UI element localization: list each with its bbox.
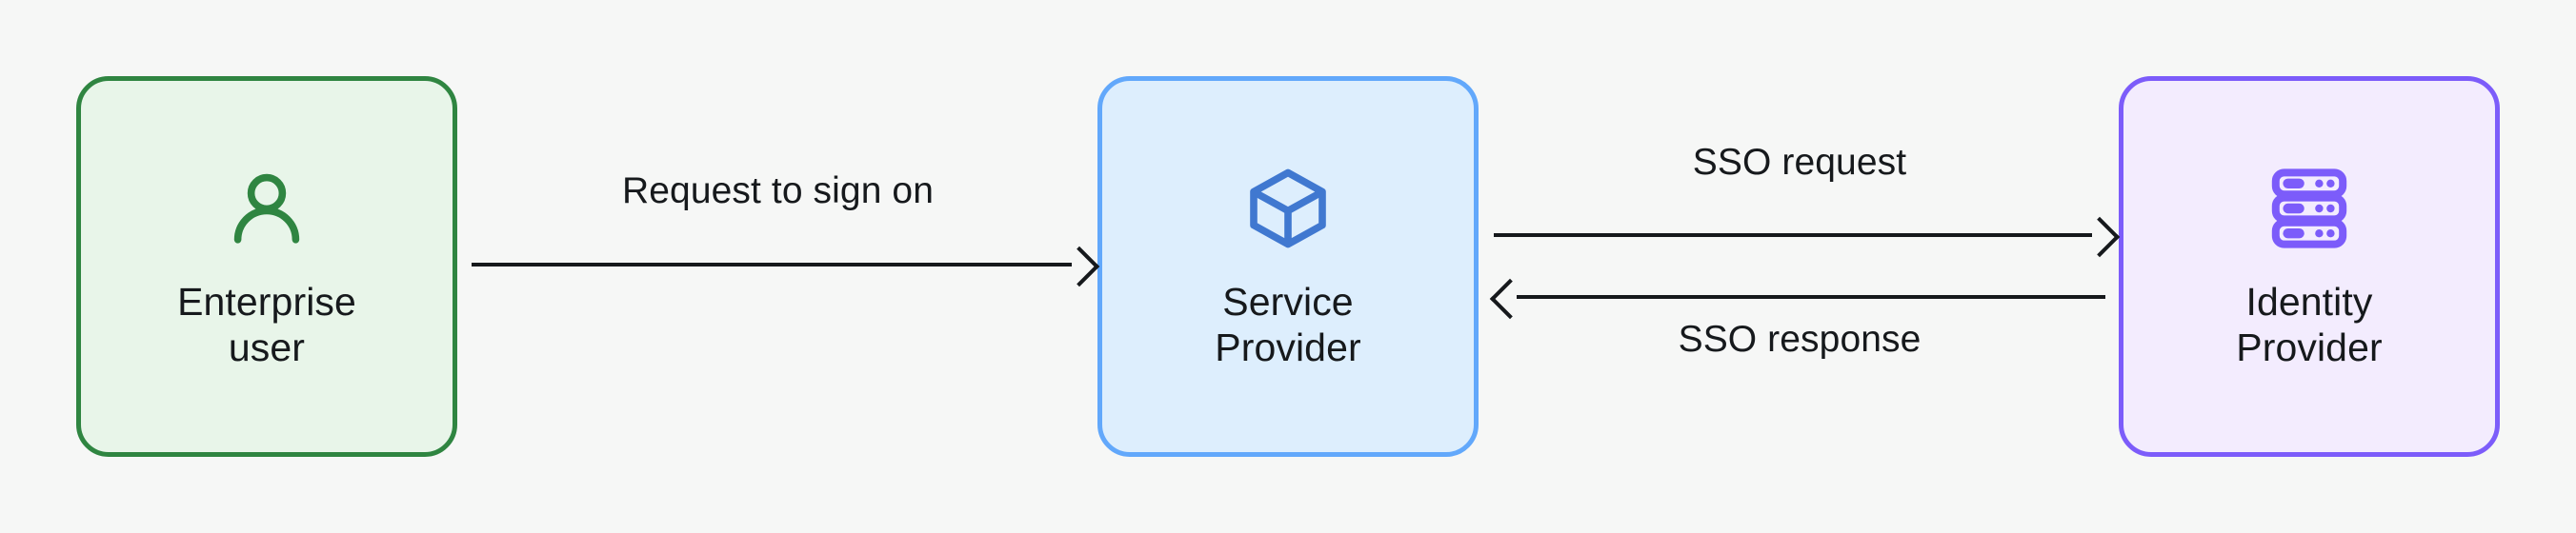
edge-label-sso-response: SSO response (1678, 319, 1922, 360)
edge-line-sso-request (1494, 233, 2092, 237)
arrowhead-left-icon (1489, 278, 1531, 320)
edge-line-sso-response (1517, 295, 2105, 299)
node-identity-provider[interactable]: Identity Provider (2119, 76, 2500, 457)
node-label-identity-provider: Identity Provider (2236, 279, 2383, 369)
node-service-provider[interactable]: Service Provider (1097, 76, 1479, 457)
cube-icon (1242, 163, 1334, 254)
node-label-enterprise-user: Enterprise user (177, 279, 356, 369)
edge-line-request-to-sign-on (472, 263, 1072, 266)
user-icon (221, 163, 312, 254)
server-stack-icon (2264, 163, 2355, 254)
arrowhead-right-icon (1058, 246, 1100, 287)
edge-label-request-to-sign-on: Request to sign on (621, 170, 935, 211)
edge-label-sso-request: SSO request (1692, 142, 1907, 183)
node-label-service-provider: Service Provider (1215, 279, 1361, 369)
node-enterprise-user[interactable]: Enterprise user (76, 76, 457, 457)
arrowhead-right-icon (2079, 216, 2121, 258)
